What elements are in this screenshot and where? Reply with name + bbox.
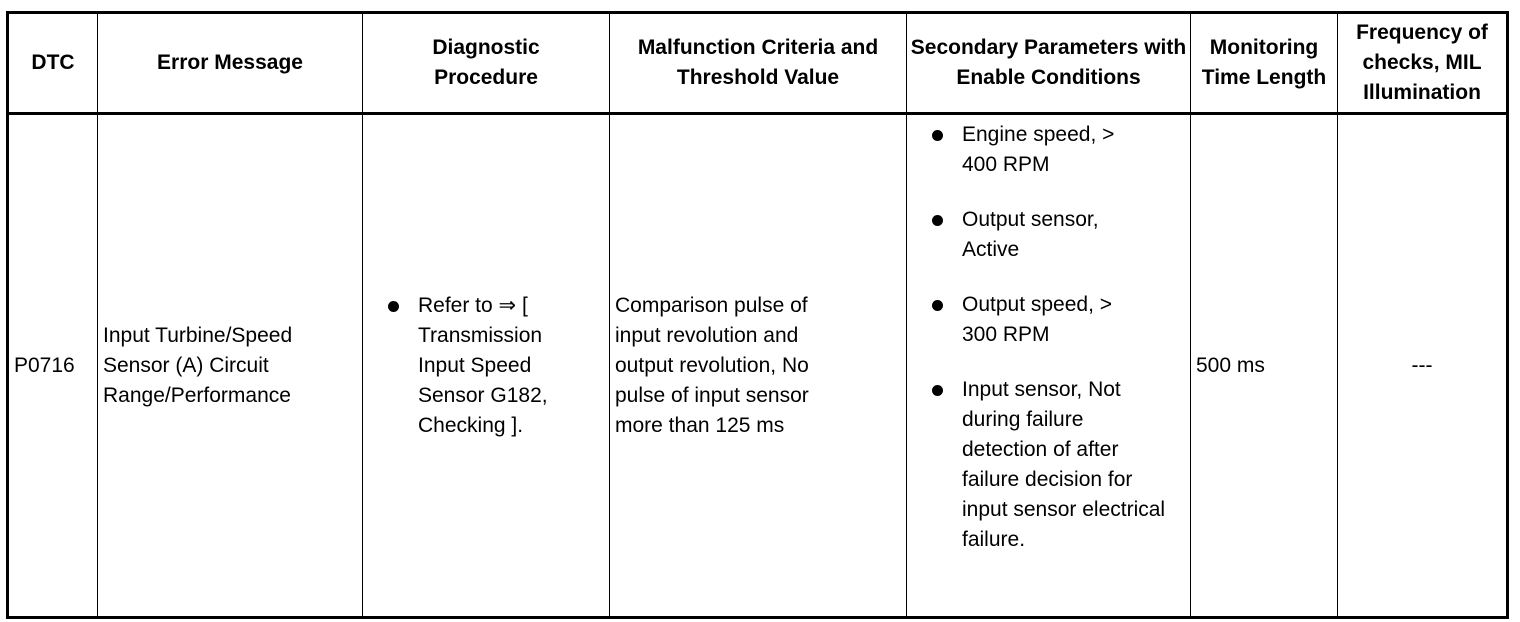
bullet-icon bbox=[932, 385, 943, 396]
list-item: Output speed, > 300 RPM bbox=[907, 290, 1170, 350]
header-diagnostic-procedure-text: Diagnostic Procedure bbox=[432, 36, 540, 89]
bullet-icon bbox=[932, 215, 943, 226]
header-monitoring-time: Monitoring Time Length bbox=[1190, 12, 1338, 115]
secondary-parameter-text: Output sensor, Active bbox=[962, 208, 1099, 261]
header-diagnostic-procedure: Diagnostic Procedure bbox=[362, 12, 610, 115]
bullet-icon bbox=[932, 300, 943, 311]
bullet-icon bbox=[932, 130, 943, 141]
diagnostic-procedure-text: Refer to ⇒ [ Transmission Input Speed Se… bbox=[418, 293, 548, 437]
secondary-parameter-text: Engine speed, > 400 RPM bbox=[962, 123, 1115, 176]
header-secondary-parameters: Secondary Parameters with Enable Conditi… bbox=[906, 12, 1191, 115]
cell-dtc: P0716 bbox=[7, 113, 98, 618]
header-malfunction-criteria: Malfunction Criteria and Threshold Value bbox=[609, 12, 907, 115]
header-frequency: Frequency of checks, MIL Illumination bbox=[1337, 12, 1508, 115]
dtc-table: DTC Error Message Diagnostic Procedure M… bbox=[6, 11, 1509, 619]
cell-monitoring-time: 500 ms bbox=[1190, 113, 1338, 618]
malfunction-criteria-text: Comparison pulse of input revolution and… bbox=[615, 293, 809, 437]
cell-frequency: --- bbox=[1337, 113, 1508, 618]
header-monitoring-time-text: Monitoring Time Length bbox=[1201, 36, 1327, 89]
cell-malfunction-criteria: Comparison pulse of input revolution and… bbox=[609, 113, 907, 618]
list-item: Refer to ⇒ [ Transmission Input Speed Se… bbox=[363, 291, 609, 441]
secondary-parameter-text: Output speed, > 300 RPM bbox=[962, 293, 1113, 346]
header-dtc: DTC bbox=[7, 12, 98, 115]
secondary-parameters-list: Engine speed, > 400 RPM Output sensor, A… bbox=[907, 120, 1190, 555]
cell-secondary-parameters: Engine speed, > 400 RPM Output sensor, A… bbox=[906, 113, 1191, 618]
header-row: DTC Error Message Diagnostic Procedure M… bbox=[7, 12, 1508, 115]
header-secondary-parameters-text: Secondary Parameters with Enable Conditi… bbox=[910, 36, 1187, 89]
list-item: Engine speed, > 400 RPM bbox=[907, 120, 1170, 180]
diagnostic-procedure-list: Refer to ⇒ [ Transmission Input Speed Se… bbox=[363, 291, 609, 441]
cell-error-message: Input Turbine/Speed Sensor (A) Circuit R… bbox=[97, 113, 363, 618]
list-item: Input sensor, Not during failure detecti… bbox=[907, 375, 1170, 555]
bullet-icon bbox=[388, 300, 399, 312]
cell-diagnostic-procedure: Refer to ⇒ [ Transmission Input Speed Se… bbox=[362, 113, 610, 618]
header-error-message: Error Message bbox=[97, 12, 363, 115]
secondary-parameter-text: Input sensor, Not during failure detecti… bbox=[962, 378, 1166, 551]
table-row: P0716 Input Turbine/Speed Sensor (A) Cir… bbox=[7, 113, 1508, 618]
header-frequency-text: Frequency of checks, MIL Illumination bbox=[1356, 21, 1488, 104]
header-malfunction-criteria-text: Malfunction Criteria and Threshold Value bbox=[637, 36, 879, 89]
list-item: Output sensor, Active bbox=[907, 205, 1170, 265]
